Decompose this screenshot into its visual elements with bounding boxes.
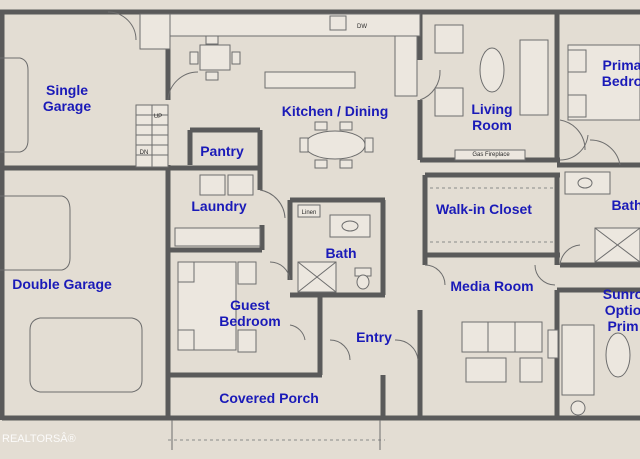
bath-fixtures: Linen: [297, 204, 372, 293]
room-label-laundry: Laundry: [191, 198, 246, 214]
kitchen-fixtures: DW: [139, 13, 421, 169]
sofa: [519, 39, 549, 116]
room-label-entry: Entry: [356, 329, 392, 345]
media-furniture: [461, 321, 559, 383]
up-stairs-label: UP: [154, 114, 162, 120]
garage-vehicles: [0, 57, 143, 393]
single-garage-car: [0, 57, 29, 153]
linen-label: Linen: [302, 210, 317, 216]
room-label-double-garage: Double Garage: [12, 276, 112, 292]
walls: [0, 9, 640, 421]
gas-fireplace-label: Gas Fireplace: [472, 152, 510, 158]
room-label-media-room: Media Room: [450, 278, 533, 294]
coffee-table: [479, 47, 505, 93]
down-stairs-label: DN: [140, 150, 149, 156]
room-label-guest-bedroom-2: Bedroom: [219, 313, 280, 329]
room-label-bath: Bath: [325, 245, 356, 261]
room-label-sunroom-2: Optio: [605, 302, 640, 318]
room-label-living-2: Room: [472, 117, 512, 133]
double-garage-car-upper: [0, 195, 71, 271]
room-label-living-1: Living: [471, 101, 512, 117]
living-furniture: Gas Fireplace: [434, 24, 549, 161]
dining-table: [304, 130, 366, 160]
primary-bath-fixtures: [564, 171, 640, 263]
sunroom-furniture: [561, 324, 631, 416]
laundry-fixtures: [174, 174, 261, 247]
room-label-covered-porch: Covered Porch: [219, 390, 319, 406]
kitchen-island: [264, 71, 356, 89]
entry-details: [168, 420, 385, 450]
room-label-single-garage-2: Garage: [43, 98, 91, 114]
primary-bed: [567, 44, 640, 121]
closet-shelves: [430, 187, 555, 243]
room-label-pantry: Pantry: [200, 143, 244, 159]
garage-stairs: DN UP: [135, 104, 169, 168]
room-label-guest-bedroom-1: Guest: [230, 297, 270, 313]
room-label-primary-bedroom-2: Bedro: [602, 73, 640, 89]
watermark-text: REALTORSÂ®: [2, 432, 76, 445]
room-label-primary-bath: Bath: [611, 197, 640, 213]
room-label-kitchen-dining: Kitchen / Dining: [282, 103, 389, 119]
room-labels: Single Garage Kitchen / Dining Living Ro…: [12, 57, 640, 406]
fireplace: [454, 149, 526, 161]
room-label-walkin-closet: Walk-in Closet: [436, 201, 532, 217]
guest-bed: [177, 261, 257, 353]
double-garage-car-lower: [29, 317, 143, 393]
dishwasher-label: DW: [357, 24, 367, 30]
room-label-sunroom-3: Prim: [607, 318, 638, 334]
room-label-sunroom-1: Sunro: [603, 286, 640, 302]
room-label-single-garage-1: Single: [46, 82, 88, 98]
room-label-primary-bedroom-1: Prima: [603, 57, 640, 73]
